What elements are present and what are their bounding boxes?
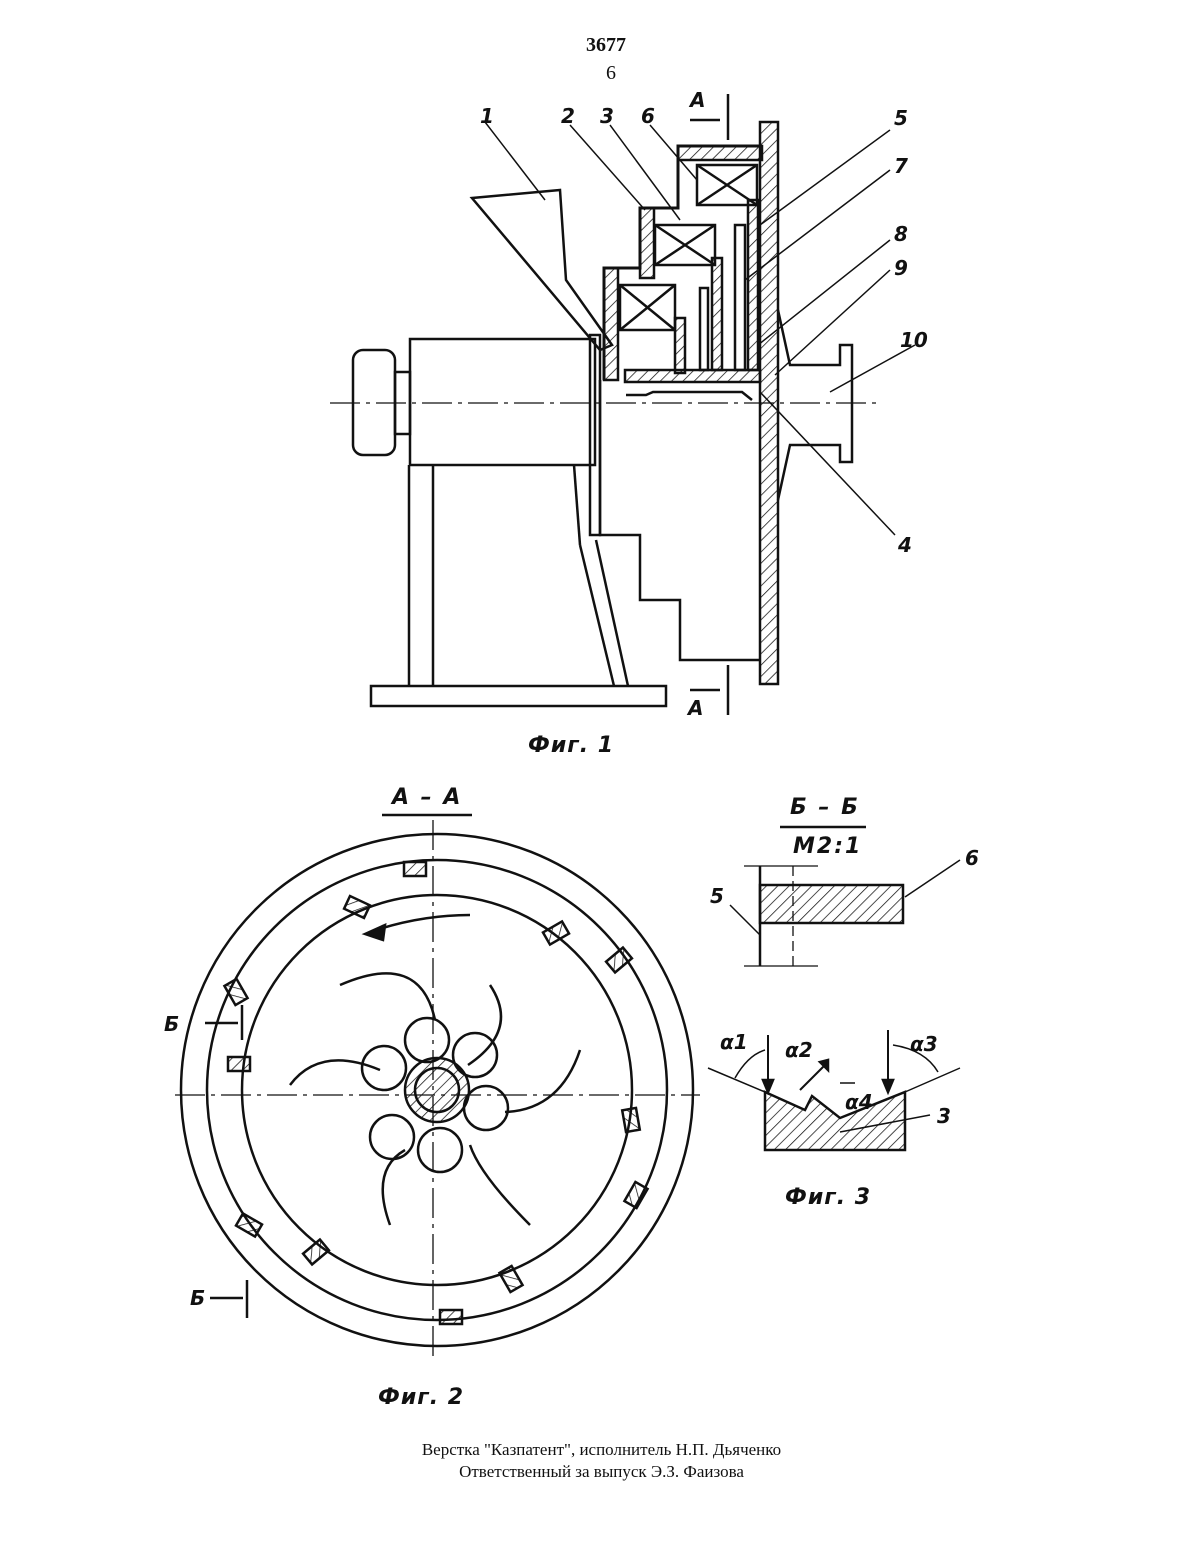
fig3-angle-alpha2: α2 xyxy=(785,1038,813,1062)
footer-line-1: Верстка "Казпатент", исполнитель Н.П. Дь… xyxy=(0,1440,1203,1460)
fig3-angle-alpha3: α3 xyxy=(910,1032,938,1056)
fig3-angle-alpha4: α4 xyxy=(845,1090,873,1114)
fig3-caption: Фиг. 3 xyxy=(785,1185,871,1210)
fig3-label-3: 3 xyxy=(937,1104,951,1128)
fig3-angle-alpha1: α1 xyxy=(720,1030,748,1054)
footer-line-2: Ответственный за выпуск Э.З. Фаизова xyxy=(0,1462,1203,1482)
